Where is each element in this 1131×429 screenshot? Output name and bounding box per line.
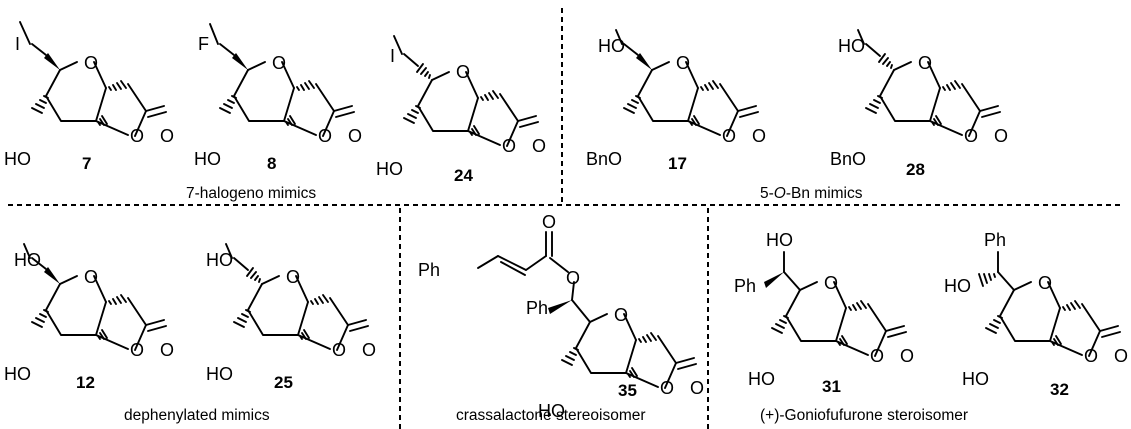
atom-carbonyl-oxygen-17: O (752, 126, 766, 146)
atom-lactone-oxygen-24: O (502, 136, 516, 156)
atom-hydroxyl-32: HO (962, 369, 989, 389)
atom-iodine-24: I (390, 46, 395, 66)
compound-25-structure (225, 243, 369, 351)
atom-ester-carbonyl-oxygen-35: O (542, 212, 556, 232)
caption-bn-italic: O (774, 185, 786, 202)
atom-carbonyl-oxygen-7: O (160, 126, 174, 146)
compound-number-32: 32 (1050, 380, 1069, 399)
atom-ring-oxygen-35: O (614, 305, 628, 325)
atom-ring-oxygen-12: O (84, 267, 98, 287)
compound-28-structure (857, 29, 1001, 137)
compound-35-structure (477, 231, 697, 389)
atom-hydroxyl-8: HO (194, 149, 221, 169)
atom-lactone-oxygen-35: O (660, 378, 674, 398)
compound-31-structure (764, 251, 907, 357)
caption-bn-suffix: -Bn mimics (786, 185, 863, 202)
caption-bn-prefix: 5- (760, 185, 774, 202)
atom-carbonyl-oxygen-31: O (900, 346, 914, 366)
compound-number-8: 8 (267, 154, 276, 173)
atom-carbonyl-oxygen-32: O (1114, 346, 1128, 366)
atom-ester-oxygen-35: O (566, 268, 580, 288)
compound-number-31: 31 (822, 377, 841, 396)
atom-carbonyl-oxygen-24: O (532, 136, 546, 156)
atom-carbonyl-oxygen-12: O (160, 340, 174, 360)
atom-ring-oxygen-25: O (286, 267, 300, 287)
atom-hydroxyl-12: HO (14, 250, 41, 270)
atom-hydroxyl-28: HO (838, 36, 865, 56)
atom-ring-oxygen-17: O (676, 53, 690, 73)
atom-carbonyl-oxygen-35: O (690, 378, 704, 398)
compound-24-structure (393, 35, 539, 147)
compound-number-28: 28 (906, 160, 925, 179)
atom-hydroxyl-benzylic-32: HO (944, 276, 971, 296)
atom-lactone-oxygen-7: O (130, 126, 144, 146)
atom-lactone-oxygen-12: O (130, 340, 144, 360)
compound-32-structure (978, 251, 1121, 357)
atom-ring-oxygen-31: O (824, 273, 838, 293)
compound-number-25: 25 (274, 373, 293, 392)
atom-lactone-oxygen-28: O (964, 126, 978, 146)
atom-phenyl-32: Ph (984, 230, 1006, 250)
atom-lactone-oxygen-25: O (332, 340, 346, 360)
atom-hydroxyl-31: HO (748, 369, 775, 389)
atom-lactone-oxygen-8: O (318, 126, 332, 146)
atom-ring-oxygen-28: O (918, 53, 932, 73)
compound-number-35: 35 (618, 381, 637, 400)
atom-lactone-oxygen-32: O (1084, 346, 1098, 366)
atom-carbonyl-oxygen-8: O (348, 126, 362, 146)
caption-dephenylated-mimics: dephenylated mimics (124, 407, 270, 424)
atom-phenyl-cinnamoyl-35: Ph (418, 260, 440, 280)
compound-12-structure (23, 243, 167, 351)
atom-hydroxyl-ring-25: HO (206, 364, 233, 384)
atom-lactone-oxygen-17: O (722, 126, 736, 146)
atom-phenyl-31: Ph (734, 276, 756, 296)
atom-hydroxyl-24: HO (376, 159, 403, 179)
atom-ring-oxygen-7: O (84, 53, 98, 73)
compound-17-structure (615, 29, 759, 137)
compound-number-17: 17 (668, 154, 687, 173)
atom-carbonyl-oxygen-25: O (362, 340, 376, 360)
compound-number-7: 7 (82, 154, 91, 173)
compound-8-structure (209, 23, 355, 137)
atom-benzyloxy-17: BnO (586, 149, 622, 169)
atom-carbonyl-oxygen-28: O (994, 126, 1008, 146)
atom-ring-oxygen-32: O (1038, 273, 1052, 293)
atom-hydroxyl-25: HO (206, 250, 233, 270)
atom-hydroxyl-35: HO (538, 401, 565, 421)
atom-hydroxyl-7: HO (4, 149, 31, 169)
compound-number-24: 24 (454, 166, 473, 185)
compound-7-structure (19, 21, 167, 137)
atom-fluorine-8: F (198, 34, 209, 54)
atom-hydroxyl-benzylic-31: HO (766, 230, 793, 250)
atom-iodine-7: I (15, 34, 20, 54)
atom-hydroxyl-ring-12: HO (4, 364, 31, 384)
atom-ring-oxygen-8: O (272, 53, 286, 73)
atom-phenyl-35: Ph (526, 298, 548, 318)
compound-number-12: 12 (76, 373, 95, 392)
atom-ring-oxygen-24: O (456, 62, 470, 82)
caption-goniofufurone-steroisomer: (+)-Goniofufurone steroisomer (760, 407, 968, 424)
caption-bn-mimics: 5-O-Bn mimics (760, 185, 863, 202)
caption-halogeno-mimics: 7-halogeno mimics (186, 185, 316, 202)
atom-hydroxyl-17: HO (598, 36, 625, 56)
caption-crassalactone-stereoisomer: crassalactone stereoisomer (456, 407, 646, 424)
atom-benzyloxy-28: BnO (830, 149, 866, 169)
atom-lactone-oxygen-31: O (870, 346, 884, 366)
